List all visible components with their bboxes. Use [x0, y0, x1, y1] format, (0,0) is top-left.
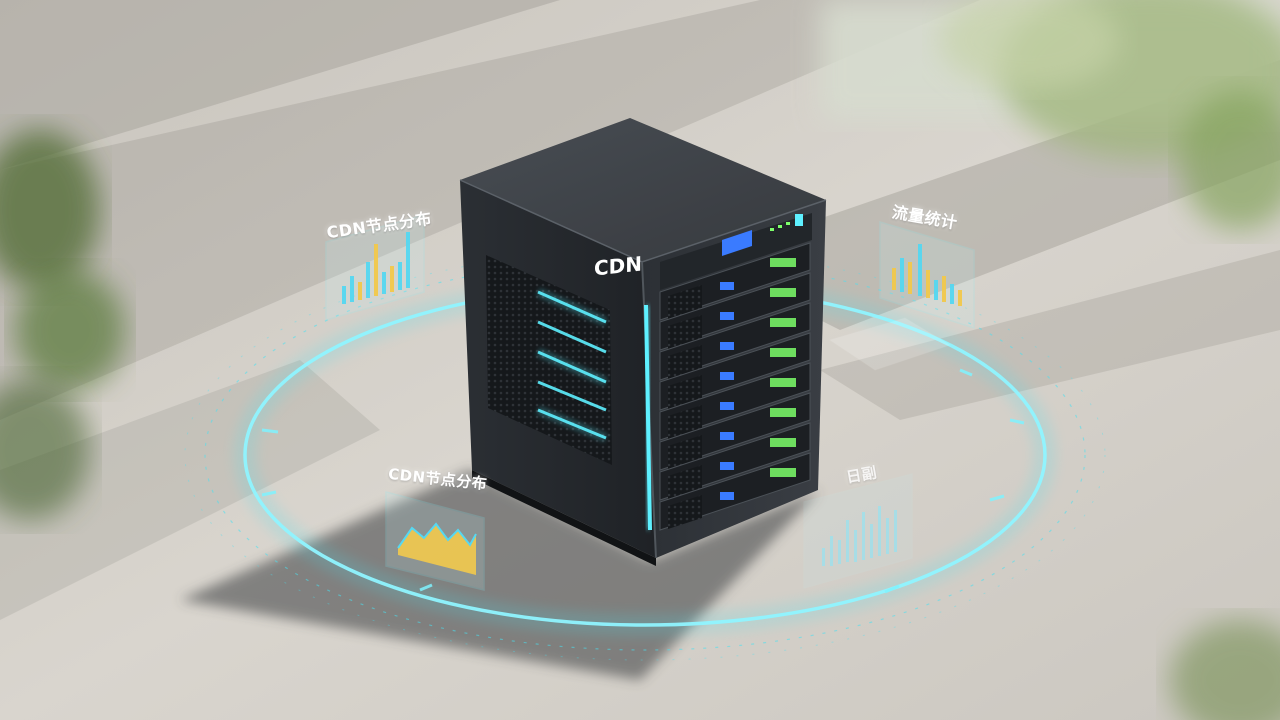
server-brand-label: CDN: [594, 251, 643, 281]
